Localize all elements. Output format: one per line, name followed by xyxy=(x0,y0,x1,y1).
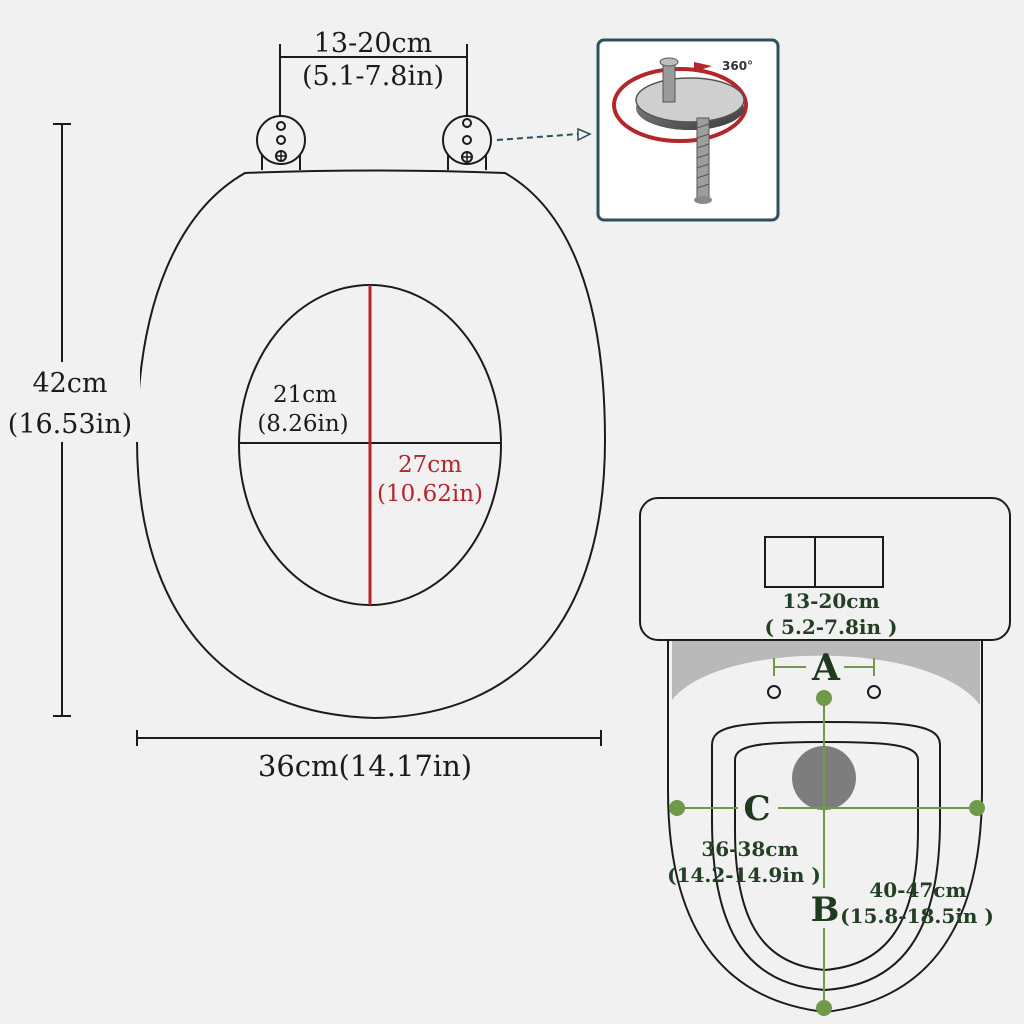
bowl-length-cm: 40-47cm xyxy=(869,878,966,902)
bowl-width-start-dot xyxy=(669,800,685,816)
marker-a-label: A xyxy=(811,647,841,689)
bowl-width-cm: 36-38cm xyxy=(701,837,798,861)
hinge-right xyxy=(442,115,492,170)
toilet-shadow xyxy=(672,640,980,705)
flush-button xyxy=(764,536,884,588)
marker-b-label: B xyxy=(811,890,840,930)
hinge-dimension-line xyxy=(279,44,468,118)
bowl-length-start-dot xyxy=(816,690,832,706)
seat-width-label: 36cm(14.17in) xyxy=(258,749,472,783)
opening-width-in: (8.26in) xyxy=(257,411,348,437)
hinge-left xyxy=(256,115,306,170)
bolt-spacing-in: ( 5.2-7.8in ) xyxy=(765,615,898,639)
inset-pointer-arrow xyxy=(496,127,592,142)
hinge-spacing-cm: 13-20cm xyxy=(314,28,433,59)
bolt-spacing-cm: 13-20cm xyxy=(782,589,879,613)
bolt-hole-left xyxy=(767,685,781,699)
marker-c-backdrop xyxy=(738,788,778,828)
opening-length-in: (10.62in) xyxy=(377,481,483,507)
hinge-rotation-inset: 360° xyxy=(596,38,780,222)
opening-width-cm: 21cm xyxy=(273,382,337,408)
length-label-backdrop xyxy=(0,362,140,442)
seat-width-dimension-line xyxy=(136,730,602,746)
bowl-width-end-dot xyxy=(969,800,985,816)
marker-c-label: C xyxy=(743,789,770,829)
seat-length-cm: 42cm xyxy=(32,368,107,399)
bowl-length-in: (15.8-18.5in ) xyxy=(840,904,994,928)
bowl-width-in: (14.2-14.9in ) xyxy=(667,863,821,887)
toilet-bowl-opening xyxy=(734,740,919,972)
marker-b-backdrop xyxy=(808,888,840,928)
bowl-length-end-dot xyxy=(816,1000,832,1016)
seat-length-in: (16.53in) xyxy=(8,409,132,440)
bolt-spacing-marker xyxy=(773,658,875,676)
toilet-drawing: 13-20cm ( 5.2-7.8in ) A B C 36-38cm (14.… xyxy=(639,497,1011,1016)
rotation-label: 360° xyxy=(722,59,753,73)
seat-drawing: 13-20cm (5.1-7.8in) xyxy=(0,28,607,783)
opening-length-cm: 27cm xyxy=(398,452,462,478)
hinge-spacing-in: (5.1-7.8in) xyxy=(302,61,444,92)
bolt-hole-right xyxy=(867,685,881,699)
